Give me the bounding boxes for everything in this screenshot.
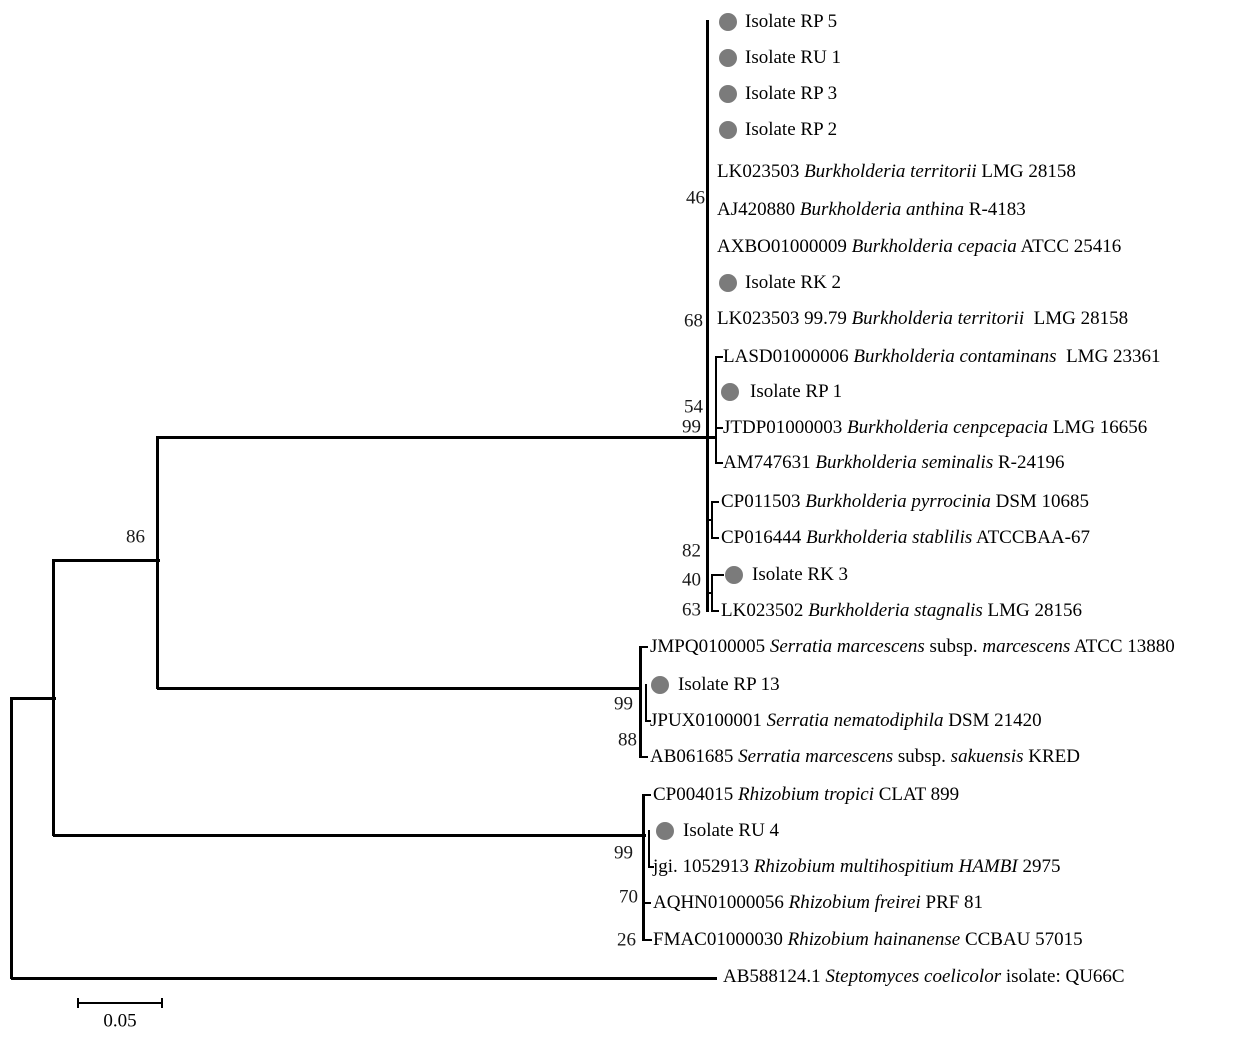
isolate-rk2-dot [719,274,737,292]
taxon-cp004015-tropici: CP004015 Rhizobium tropici CLAT 899 [653,784,960,806]
branch-stem-serratia [157,686,641,690]
taxon-isolate-rp5: Isolate RP 5 [745,11,838,33]
branch-stem-burkholderia [157,435,717,439]
bootstrap-value-99-8: 99 [614,693,633,715]
branch-bracket-rk3-clade [711,574,713,612]
isolate-rp3-dot [719,85,737,103]
branch-arm-jmpq [640,646,648,648]
branch-arm-ab061685 [640,756,648,758]
branch-connector-rk3-bracket [707,592,713,594]
bootstrap-value-88-9: 88 [618,729,637,751]
taxon-isolate-rk3: Isolate RK 3 [752,564,849,586]
branch-spine-rhizobium [641,794,645,941]
taxon-jtdp-cenpcepacia: JTDP01000003 Burkholderia cenpcepacia LM… [723,417,1148,439]
taxon-jgi-multihospitium: jgi. 1052913 Rhizobium multihospitium HA… [653,856,1061,878]
branch-root-link [11,696,56,700]
taxon-isolate-rp1: Isolate RP 1 [750,381,843,403]
isolate-ru4-dot [656,822,674,840]
branch-spine-serratia [638,646,642,758]
taxon-am747631-seminalis: AM747631 Burkholderia seminalis R-24196 [723,452,1065,474]
branch-arm-jtdp [716,427,723,429]
isolate-rp13-dot [651,676,669,694]
taxon-fmac-hainanense: FMAC01000030 Rhizobium hainanense CCBAU … [653,929,1083,951]
bootstrap-value-54-3: 54 [684,396,703,418]
isolate-rp2-dot [719,121,737,139]
isolate-rp1-dot [721,383,739,401]
taxon-isolate-rp13: Isolate RP 13 [678,674,780,696]
branch-spine-burkholderia [705,20,709,612]
bootstrap-value-63-7: 63 [682,599,701,621]
bootstrap-value-40-6: 40 [682,569,701,591]
taxon-axbo-cepacia: AXBO01000009 Burkholderia cepacia ATCC 2… [717,236,1122,258]
branch-stem-86-clade [53,558,160,562]
branch-root [9,697,13,979]
bootstrap-value-26-12: 26 [617,929,636,951]
taxon-isolate-rp3: Isolate RP 3 [745,83,838,105]
taxon-isolate-rp2: Isolate RP 2 [745,119,838,141]
branch-node-rhizobium-split [51,559,55,836]
branch-arm-jpux [645,720,651,722]
branch-arm-lasd [716,356,723,358]
branch-arm-isolate-rk3 [711,574,724,576]
branch-bracket-lasd-clade [715,356,717,464]
scale-bar-tick-left [77,998,79,1008]
bootstrap-value-82-5: 82 [682,540,701,562]
branch-arm-am747631 [716,462,723,464]
branch-arm-lk023502 [711,610,719,612]
branch-bracket-serratia-inner [645,684,647,722]
taxon-jmpq-marcescens: JMPQ0100005 Serratia marcescens subsp. m… [650,636,1175,658]
bootstrap-value-86-0: 86 [126,526,145,548]
taxon-aqhn-freirei: AQHN01000056 Rhizobium freirei PRF 81 [653,892,984,914]
scale-bar [78,1002,162,1004]
taxon-ab061685-sakuensis: AB061685 Serratia marcescens subsp. saku… [650,746,1080,768]
isolate-rk3-dot [725,566,743,584]
branch-branch-streptomyces [11,976,717,980]
branch-arm-jgi [648,866,654,868]
branch-node-86 [155,436,159,689]
taxon-isolate-rk2: Isolate RK 2 [745,272,842,294]
branch-bracket-cp-clade [711,501,713,539]
branch-arm-fmac [643,939,652,941]
bootstrap-value-99-10: 99 [614,842,633,864]
taxon-cp011503-pyrrocinia: CP011503 Burkholderia pyrrocinia DSM 106… [721,491,1090,513]
taxon-cp016444-stablilis: CP016444 Burkholderia stablilis ATCCBAA-… [721,527,1090,549]
taxon-jpux-nematodiphila: JPUX0100001 Serratia nematodiphila DSM 2… [650,710,1042,732]
bootstrap-value-46-1: 46 [686,187,705,209]
bootstrap-value-70-11: 70 [619,886,638,908]
branch-arm-cp004015 [643,794,651,796]
isolate-ru1-dot [719,49,737,67]
bootstrap-value-68-2: 68 [684,310,703,332]
scale-bar-tick-right [161,998,163,1008]
scale-bar-label: 0.05 [103,1010,137,1032]
branch-arm-cp011503 [711,501,719,503]
branch-arm-aqhn [643,902,651,904]
taxon-lasd-contaminans: LASD01000006 Burkholderia contaminans LM… [723,346,1161,368]
isolate-rp5-dot [719,13,737,31]
bootstrap-value-99-4: 99 [682,416,701,438]
taxon-lk023503-9979-territorii: LK023503 99.79 Burkholderia territorii L… [717,308,1129,330]
branch-arm-cp016444 [711,537,719,539]
branch-bracket-rhizobium-inner [648,830,650,868]
taxon-lk023502-stagnalis: LK023502 Burkholderia stagnalis LMG 2815… [721,600,1083,622]
taxon-isolate-ru4: Isolate RU 4 [683,820,780,842]
taxon-ab588124-coelicolor: AB588124.1 Steptomyces coelicolor isolat… [723,966,1125,988]
taxon-isolate-ru1: Isolate RU 1 [745,47,842,69]
branch-connector-cp-bracket [707,519,713,521]
taxon-lk023503-territorii: LK023503 Burkholderia territorii LMG 281… [717,161,1076,183]
branch-stem-rhizobium [53,833,646,837]
taxon-aj420880-anthina: AJ420880 Burkholderia anthina R-4183 [717,199,1026,221]
